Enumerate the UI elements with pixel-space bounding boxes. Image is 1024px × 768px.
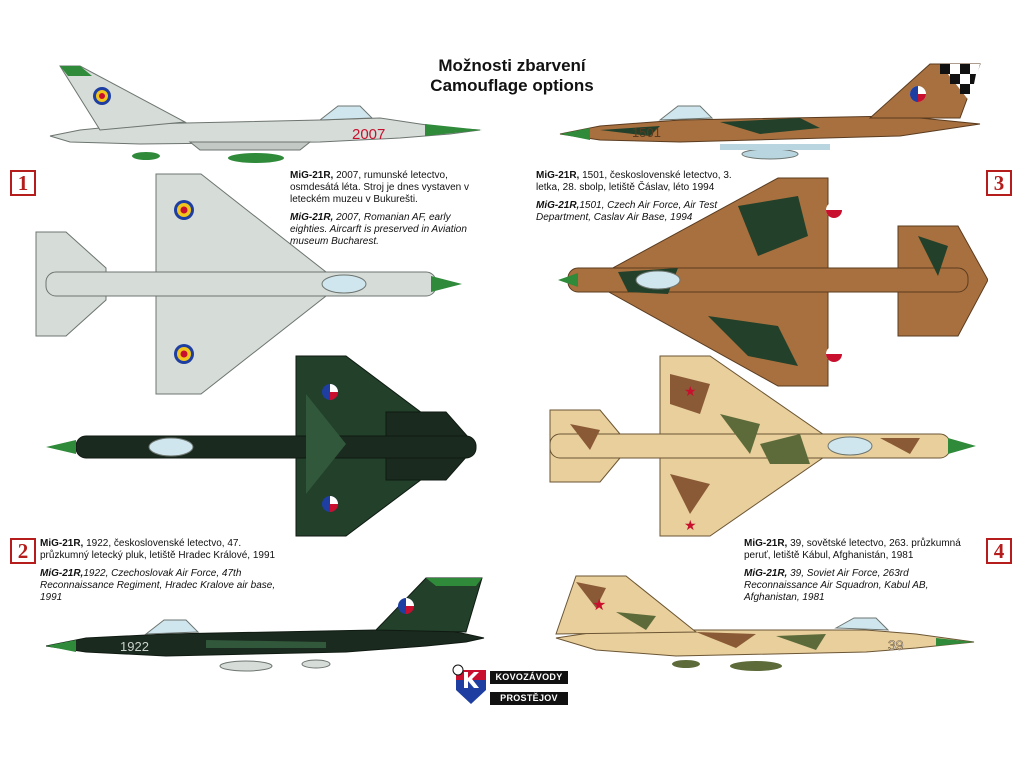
serial-1922: 1922: [120, 639, 149, 654]
caption-option-4: MiG-21R, 39, sovětské letectvo, 263. prů…: [744, 538, 984, 604]
caption-2-en-model: MiG-21R,: [40, 568, 84, 579]
option-3-top-view: [558, 177, 988, 387]
option-1-side-view: 2007: [49, 65, 482, 163]
option-1-top-view: [35, 173, 462, 395]
kovozavody-shield-icon: [452, 664, 486, 704]
kovozavody-logo: KOVOZÁVODY PROSTĚJOV: [452, 664, 568, 706]
red-star-icon: ★: [592, 595, 606, 614]
option-badge-1: 1: [10, 170, 36, 196]
caption-option-1: MiG-21R, 2007, rumunské letectvo, osmdes…: [290, 170, 490, 248]
caption-3-cz-text: 1501, československé letectvo, 3. letka,…: [536, 170, 732, 193]
option-4-side-view: ★ 39: [555, 575, 975, 671]
caption-3-en-model: MiG-21R,: [536, 200, 580, 211]
caption-4-en-text: 39, Soviet Air Force, 263rd Reconnaissan…: [744, 568, 929, 603]
option-badge-3: 3: [986, 170, 1012, 196]
caption-4-cz-model: MiG-21R,: [744, 538, 788, 549]
title-english: Camouflage options: [430, 76, 594, 95]
option-badge-2: 2: [10, 538, 36, 564]
caption-2-cz-text: 1922, československé letectvo, 47. průzk…: [40, 538, 276, 561]
logo-bottom-text: PROSTĚJOV: [490, 692, 568, 705]
caption-1-cz-text: 2007, rumunské letectvo, osmdesátá léta.…: [290, 170, 469, 205]
caption-3-cz-model: MiG-21R,: [536, 170, 580, 181]
red-star-icon: ★: [684, 384, 697, 400]
logo-top-text: KOVOZÁVODY: [490, 671, 568, 684]
serial-2007: 2007: [352, 126, 385, 143]
option-3-side-view: 1501: [559, 63, 981, 160]
caption-1-en-model: MiG-21R,: [290, 212, 334, 223]
caption-4-en-model: MiG-21R,: [744, 568, 788, 579]
caption-4-cz-text: 39, sovětské letectvo, 263. průzkumná pe…: [744, 538, 961, 561]
caption-option-2: MiG-21R, 1922, československé letectvo, …: [40, 538, 276, 604]
caption-1-cz-model: MiG-21R,: [290, 170, 334, 181]
caption-1-en-text: 2007, Romanian AF, early eighties. Airca…: [290, 212, 467, 247]
option-badge-4: 4: [986, 538, 1012, 564]
option-2-side-view: 1922: [46, 577, 485, 672]
caption-2-en-text: 1922, Czechoslovak Air Force, 47th Recon…: [40, 568, 276, 603]
caption-3-en-text: 1501, Czech Air Force, Air Test Departme…: [536, 200, 718, 223]
red-star-icon: ★: [684, 518, 697, 534]
option-2-top-view: [46, 355, 477, 537]
caption-2-cz-model: MiG-21R,: [40, 538, 84, 549]
serial-39: 39: [888, 637, 904, 653]
option-4-top-view: ★ ★: [549, 355, 976, 537]
caption-option-3: MiG-21R, 1501, československé letectvo, …: [536, 170, 736, 224]
serial-1501: 1501: [632, 125, 661, 140]
title-czech: Možnosti zbarvení: [438, 56, 586, 75]
